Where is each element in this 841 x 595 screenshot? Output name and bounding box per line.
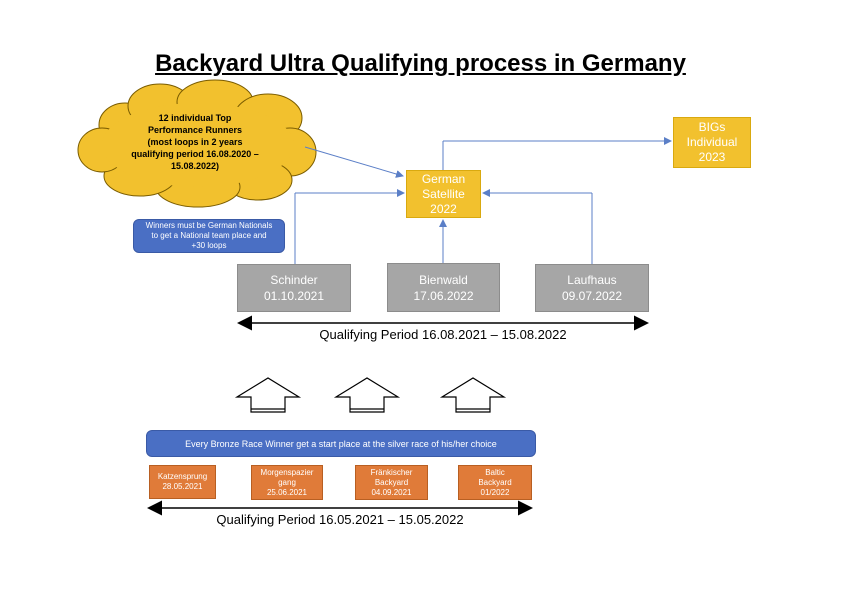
- cloud-line: 12 individual Top: [158, 113, 232, 123]
- race-date: 17.06.2022: [413, 288, 474, 303]
- bronze-race-morgenspaziergang: Morgenspazier gang 25.06.2021: [251, 465, 323, 500]
- race-line: Morgenspazier: [260, 467, 314, 477]
- race-line: Backyard: [478, 477, 512, 487]
- cloud-line: qualifying period 16.08.2020 –: [131, 149, 259, 159]
- silver-race-bienwald: Bienwald 17.06.2022: [387, 263, 500, 312]
- bigs-line: 2023: [698, 150, 726, 164]
- winners-note: Winners must be German Nationals to get …: [133, 219, 285, 253]
- bronze-banner-text: Every Bronze Race Winner get a start pla…: [185, 438, 497, 449]
- bigs-box: BIGs Individual 2023: [673, 117, 751, 168]
- silver-period-label: Qualifying Period 16.08.2021 – 15.08.202…: [319, 327, 567, 342]
- bronze-race-baltic: Baltic Backyard 01/2022: [458, 465, 532, 500]
- race-date: 01.10.2021: [263, 289, 325, 303]
- bigs-line: Individual: [686, 135, 738, 149]
- satellite-line: Satellite: [422, 186, 465, 201]
- winners-note-line: Winners must be German Nationals: [145, 221, 273, 230]
- cloud-to-satellite-arrow: [304, 146, 404, 178]
- race-name: Bienwald: [419, 272, 468, 287]
- up-arrow-3: [439, 377, 507, 413]
- up-arrow-1: [234, 377, 302, 413]
- race-date: 09.07.2022: [561, 289, 623, 303]
- race-line: gang: [278, 477, 296, 487]
- winners-note-line: +30 loops: [191, 241, 227, 250]
- race-line: 04.09.2021: [371, 487, 412, 497]
- race-line: 25.06.2021: [266, 487, 308, 497]
- bronze-period-label: Qualifying Period 16.05.2021 – 15.05.202…: [216, 512, 464, 527]
- race-line: Baltic: [485, 467, 505, 477]
- cloud-label: 12 individual Top Performance Runners (m…: [112, 112, 278, 172]
- race-name: Schinder: [270, 273, 318, 287]
- silver-race-laufhaus: Laufhaus 09.07.2022: [535, 264, 649, 312]
- race-line: Backyard: [374, 477, 409, 487]
- race-line: Katzensprung: [157, 472, 208, 481]
- race-line: Fränkischer: [370, 467, 413, 477]
- bronze-banner: Every Bronze Race Winner get a start pla…: [146, 430, 536, 457]
- cloud-line: 15.08.2022): [170, 161, 220, 171]
- winners-note-line: to get a National team place and: [151, 231, 267, 240]
- up-arrow-2: [333, 377, 401, 413]
- bronze-race-fraenkischer: Fränkischer Backyard 04.09.2021: [355, 465, 428, 500]
- race-name: Laufhaus: [567, 273, 617, 287]
- bigs-line: BIGs: [698, 120, 726, 134]
- cloud-line: Performance Runners: [147, 125, 243, 135]
- silver-race-schinder: Schinder 01.10.2021: [237, 264, 351, 312]
- bronze-race-katzensprung: Katzensprung 28.05.2021: [149, 465, 216, 499]
- satellite-line: 2022: [430, 201, 457, 216]
- satellite-box: German Satellite 2022: [406, 170, 481, 218]
- race-line: 01/2022: [480, 487, 510, 497]
- page-title: Backyard Ultra Qualifying process in Ger…: [155, 50, 686, 77]
- satellite-line: German: [421, 171, 466, 186]
- cloud-line: (most loops in 2 years: [147, 137, 243, 147]
- race-line: 28.05.2021: [162, 482, 203, 491]
